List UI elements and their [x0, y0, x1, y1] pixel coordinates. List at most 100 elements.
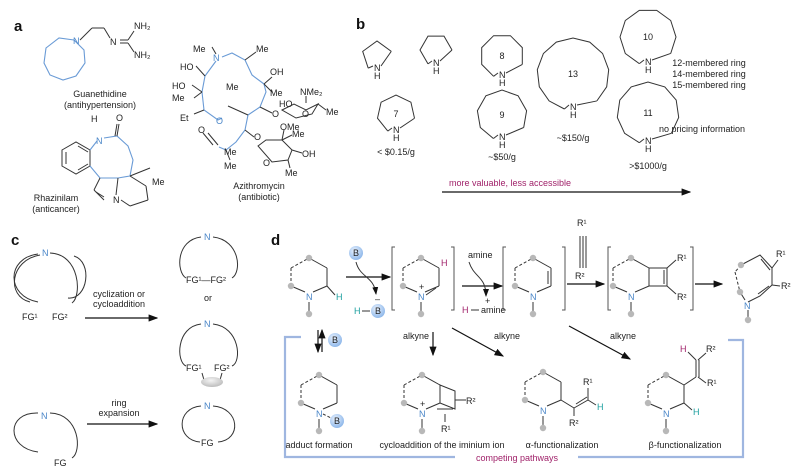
amine-label: amine [468, 250, 493, 260]
bracket [607, 246, 611, 311]
hydrogen-label: H [441, 258, 448, 268]
fg1-label: FG¹ [22, 312, 38, 322]
compound-use: (antihypertension) [64, 100, 136, 110]
atom-h: H [433, 66, 440, 76]
atom-n: N [530, 292, 537, 302]
atom-o: O [254, 132, 261, 142]
no-price-ring-14: 14-membered ring [672, 69, 746, 79]
ring-size-label: 10 [643, 32, 653, 42]
substituent-dot [662, 427, 670, 435]
no-price-ring-15: 15-membered ring [672, 80, 746, 90]
atom-h: H [645, 144, 652, 154]
price-label: ~$150/g [557, 133, 590, 143]
substituent-dot [737, 261, 745, 269]
atom-n: N [42, 248, 49, 258]
caption-cycloaddition: cycloaddition of the iminium ion [379, 440, 504, 450]
substituent-dot [529, 310, 537, 318]
substituent-dot [539, 424, 547, 432]
substituent-dot [417, 310, 425, 318]
ring-size-label: 7 [393, 109, 398, 119]
hydrogen-label: H [597, 402, 604, 412]
route-1-label: cyclization or [93, 289, 145, 299]
atom-n: N [433, 58, 440, 68]
alkyne-label: alkyne [494, 331, 520, 341]
substituent-dot [399, 282, 407, 290]
substituent-dot [418, 427, 426, 435]
atom-me: Me [292, 129, 305, 139]
substituent-dot [418, 371, 426, 379]
bracket [562, 246, 566, 311]
atom-me: Me [193, 44, 206, 54]
atom-h: H [570, 110, 577, 120]
substituent-dot [662, 371, 670, 379]
atom-o: O [198, 125, 205, 135]
substituent-dot [627, 310, 635, 318]
enamine: N [511, 254, 552, 318]
substituent-dot [744, 316, 752, 324]
atom-et: Et [180, 113, 189, 123]
atom-h: H [374, 71, 381, 81]
minus-sign: – [375, 294, 380, 304]
r2-label: R² [569, 418, 579, 428]
substituent-dot [539, 368, 547, 376]
ring-size-label: 9 [499, 110, 504, 120]
compound-use: (antibiotic) [238, 192, 280, 202]
bracket [391, 246, 395, 311]
r1-label: R¹ [677, 253, 687, 263]
atom-nme2: NMe₂ [300, 87, 323, 97]
price-label: >$1000/g [629, 161, 667, 171]
hydrogen-label: H [336, 292, 343, 302]
substituent-dot [315, 371, 323, 379]
azithromycin-structure: Me N Me OH Me HO HO Me Me Et O O Me Me N… [172, 44, 339, 202]
substituent-dot [627, 254, 635, 262]
r1-label: R¹ [577, 218, 587, 228]
price-label: ~$50/g [488, 152, 516, 162]
plus-sign: + [485, 296, 490, 306]
competing-frame [283, 335, 455, 459]
substituent-dot [609, 282, 617, 290]
ring-7: NH7< $0.15/g [376, 94, 415, 157]
base-bubble [328, 333, 342, 347]
caption-beta: β-functionalization [649, 440, 722, 450]
atom-n: N [316, 409, 323, 419]
bracket [690, 246, 694, 311]
reaction-arrow [451, 327, 505, 357]
base-bubble [349, 246, 363, 260]
bracket [451, 246, 455, 311]
r1-label: R¹ [441, 424, 451, 434]
r2-label: R² [781, 281, 791, 291]
ring-size-label: 11 [643, 108, 652, 118]
hydrogen-label: H [680, 344, 687, 354]
no-price-label: no pricing information [659, 124, 745, 134]
atom-n: N [744, 301, 751, 311]
ring-small-1: NH [419, 35, 453, 76]
atom-n: N [204, 401, 211, 411]
atom-o: O [302, 109, 309, 119]
adduct: NB [297, 371, 344, 435]
atom-ho: HO [279, 99, 293, 109]
r2-label: R² [706, 344, 716, 354]
atom-n: N [73, 36, 80, 46]
hydrogen-label: H [462, 305, 469, 315]
guanethidine-structure: N N NH₂ NH₂ Guanethidine (antihypertensi… [43, 21, 151, 110]
atom-me: Me [270, 88, 283, 98]
atom-n: N [374, 63, 381, 73]
or-label: or [204, 293, 212, 303]
substituent-dot [297, 399, 305, 407]
plus-sign: + [419, 282, 424, 292]
atom-n: N [628, 292, 635, 302]
atom-n: N [540, 406, 547, 416]
atom-ome: OMe [280, 122, 300, 132]
amine-label: amine [481, 305, 506, 315]
compound-name: Azithromycin [233, 181, 285, 191]
substituent-dot [521, 396, 529, 404]
atom-n: N [204, 319, 211, 329]
chain-arc [13, 253, 39, 303]
r1-label: R¹ [707, 378, 717, 388]
competing-pathways-label: competing pathways [476, 453, 559, 463]
price-label: < $0.15/g [377, 147, 415, 157]
